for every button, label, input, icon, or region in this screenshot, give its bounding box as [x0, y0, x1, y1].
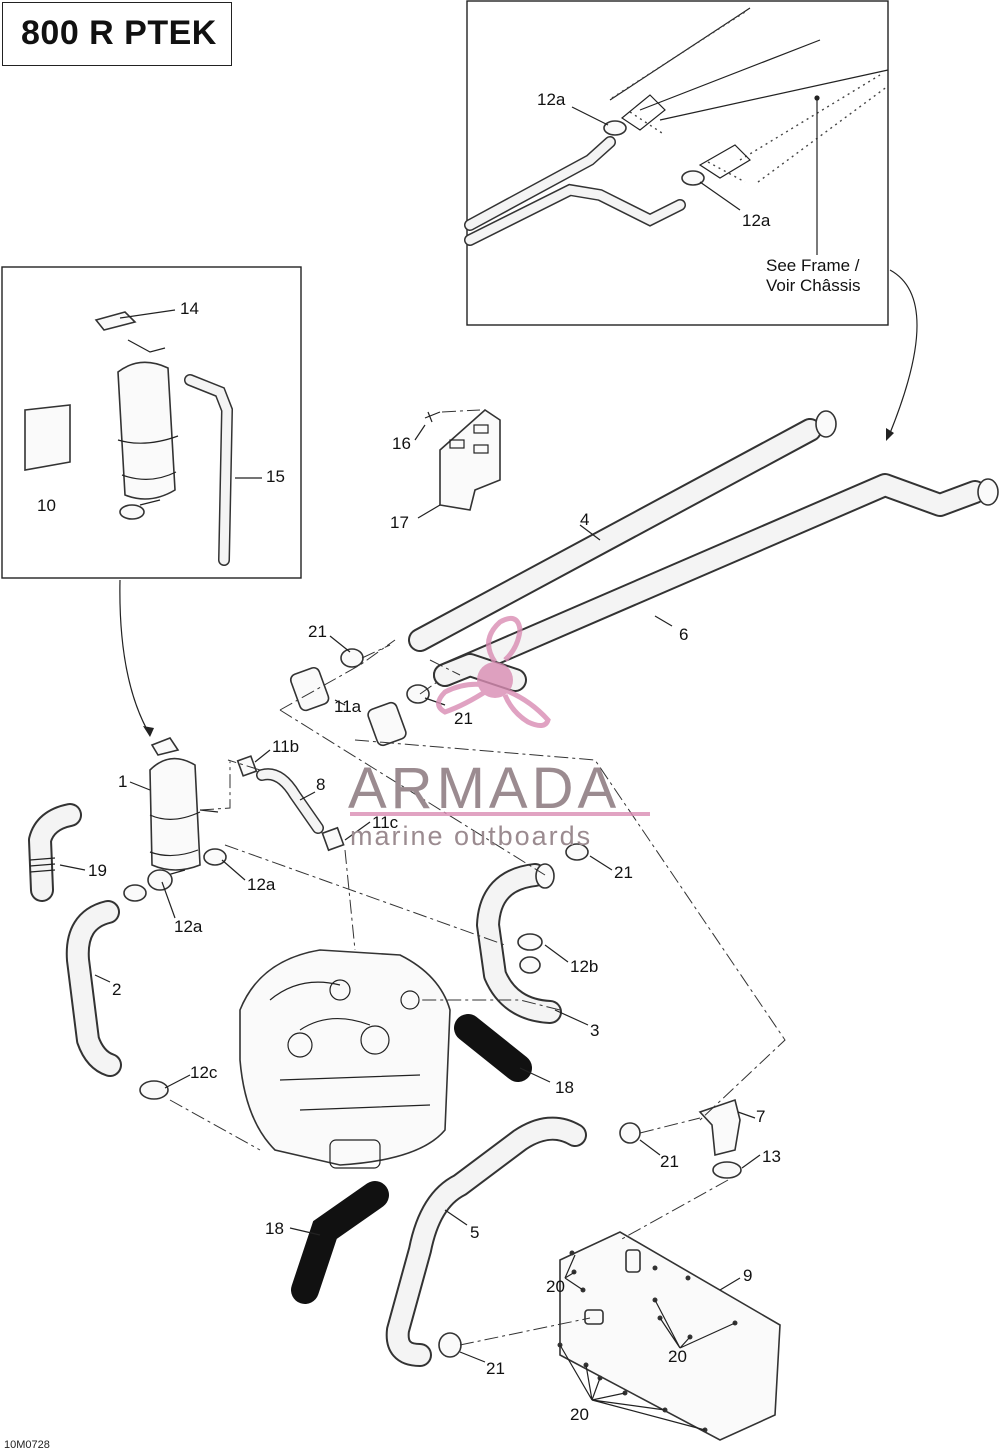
callout-3: 3	[590, 1021, 599, 1040]
model-title: 800 R PTEK	[21, 14, 217, 52]
leader-lines	[59, 106, 761, 1431]
hose-2	[65, 848, 227, 1100]
callout-21: 21	[454, 709, 473, 728]
watermark-rule	[350, 812, 650, 816]
callout-21: 21	[308, 622, 327, 641]
callout-8: 8	[316, 775, 325, 794]
callout-11a: 11a	[334, 697, 362, 716]
plate-9	[557, 1231, 781, 1441]
callout-12a: 12a	[742, 211, 771, 230]
callout-18: 18	[265, 1219, 284, 1238]
black-hose-18-upper	[454, 1014, 532, 1082]
callout-11c: 11c	[372, 813, 399, 832]
frame-note-line2: Voir Châssis	[766, 276, 860, 295]
callout-11b: 11b	[272, 737, 299, 756]
reservoir-pointer-arrow	[119, 579, 151, 736]
callout-4: 4	[580, 510, 589, 529]
callout-18: 18	[555, 1078, 574, 1097]
frame-pointer-arrowhead	[886, 428, 894, 441]
callout-6: 6	[679, 625, 688, 644]
callout-12a: 12a	[174, 917, 203, 936]
callout-20: 20	[668, 1347, 687, 1366]
bracket-17	[439, 408, 501, 511]
hose-5	[385, 1116, 641, 1367]
callout-14: 14	[180, 299, 199, 318]
coupling-group-top	[289, 648, 430, 747]
callout-19: 19	[88, 861, 107, 880]
figure-code: 10M0728	[4, 1439, 50, 1451]
callout-9: 9	[743, 1266, 752, 1285]
frame-note-line1: See Frame /	[766, 256, 860, 275]
reservoir-pointer-arrowhead	[143, 726, 154, 737]
model-title-box: 800 R PTEK	[2, 2, 232, 66]
hose-3	[476, 843, 589, 1024]
assembly-lines	[169, 639, 786, 1346]
callout-21: 21	[660, 1152, 679, 1171]
callout-17: 17	[390, 513, 409, 532]
callout-2: 2	[112, 980, 121, 999]
callout-21: 21	[486, 1359, 505, 1378]
callout-21: 21	[614, 863, 633, 882]
callout-5: 5	[470, 1223, 479, 1242]
watermark-brand: ARMADA	[348, 756, 620, 821]
engine-block	[239, 949, 451, 1169]
screw-16	[424, 411, 441, 423]
watermark-logo	[436, 615, 551, 728]
callout-12c: 12c	[190, 1063, 218, 1082]
callout-20: 20	[546, 1277, 565, 1296]
pipe-4	[408, 410, 837, 652]
frame-inset-drawing	[464, 7, 889, 246]
callout-16: 16	[392, 434, 411, 453]
frame-pointer-arrow	[887, 269, 918, 439]
reservoir-inset-drawing	[24, 311, 234, 566]
callout-15: 15	[266, 467, 285, 486]
callout-12b: 12b	[570, 957, 598, 976]
fitting-7	[698, 1098, 742, 1179]
callout-10: 10	[37, 496, 56, 515]
elbow-19	[28, 803, 82, 902]
frame-inset-box	[466, 0, 889, 326]
callout-7: 7	[756, 1107, 765, 1126]
black-hose-18-lower	[291, 1181, 389, 1304]
watermark-tagline: marine outboards	[350, 821, 592, 851]
callout-12a: 12a	[247, 875, 276, 894]
hose-8	[236, 755, 345, 852]
reservoir-inset-box	[1, 266, 302, 579]
callout-1: 1	[118, 772, 127, 791]
callout-12a: 12a	[537, 90, 566, 109]
callout-20: 20	[570, 1405, 589, 1424]
frame-note-dot	[814, 95, 820, 101]
callout-13: 13	[762, 1147, 781, 1166]
